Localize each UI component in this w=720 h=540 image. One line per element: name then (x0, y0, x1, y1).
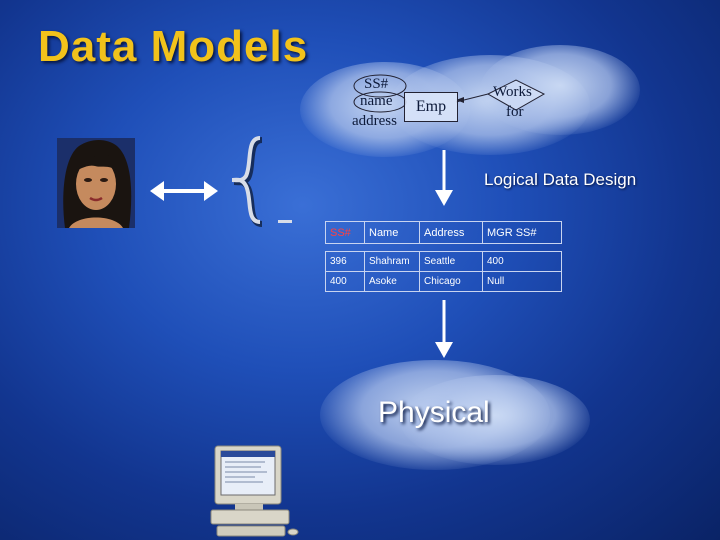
relationship-for: for (506, 104, 524, 120)
table-cell: 400 (325, 271, 365, 292)
attr-ssn: SS# (364, 76, 389, 92)
table-row (326, 244, 562, 252)
table-cell: Shahram (364, 251, 420, 272)
person-portrait (57, 138, 135, 228)
slide-title: Data Models (38, 22, 309, 71)
attr-address: address (352, 113, 397, 129)
er-diagram (353, 74, 546, 113)
down-arrow-icon (435, 300, 453, 358)
brace-icon (231, 136, 292, 227)
table-row: 396 Shahram Seattle 400 (325, 251, 562, 272)
logical-design-label: Logical Data Design (484, 170, 637, 189)
relationship-diamond (486, 79, 546, 111)
table-cell: Null (482, 271, 562, 292)
attr-name: name (360, 93, 393, 109)
header-cell: MGR SS# (482, 221, 562, 244)
table-header-row: SS# Name Address MGR SS# (325, 221, 562, 244)
table-cell: Asoke (364, 271, 420, 292)
entity-emp: Emp (404, 92, 458, 122)
physical-label: Physical (378, 396, 490, 429)
arrow-head-icon (456, 97, 464, 103)
down-arrow-icon (435, 150, 453, 206)
header-cell: Address (419, 221, 483, 244)
employee-table: SS# Name Address MGR SS# 396 Shahram Sea… (325, 221, 562, 292)
computer-icon (210, 445, 299, 537)
relationship-works: Works (493, 84, 532, 100)
table-row: 400 Asoke Chicago Null (325, 271, 562, 292)
attribute-ellipse (353, 74, 407, 98)
table-cell: Seattle (419, 251, 483, 272)
table-cell: 400 (482, 251, 562, 272)
cloud-bottom-2 (400, 375, 590, 465)
header-cell: Name (364, 221, 420, 244)
table-cell: 396 (325, 251, 365, 272)
header-cell: SS# (325, 221, 365, 244)
table-cell: Chicago (419, 271, 483, 292)
double-arrow-icon (150, 181, 218, 201)
